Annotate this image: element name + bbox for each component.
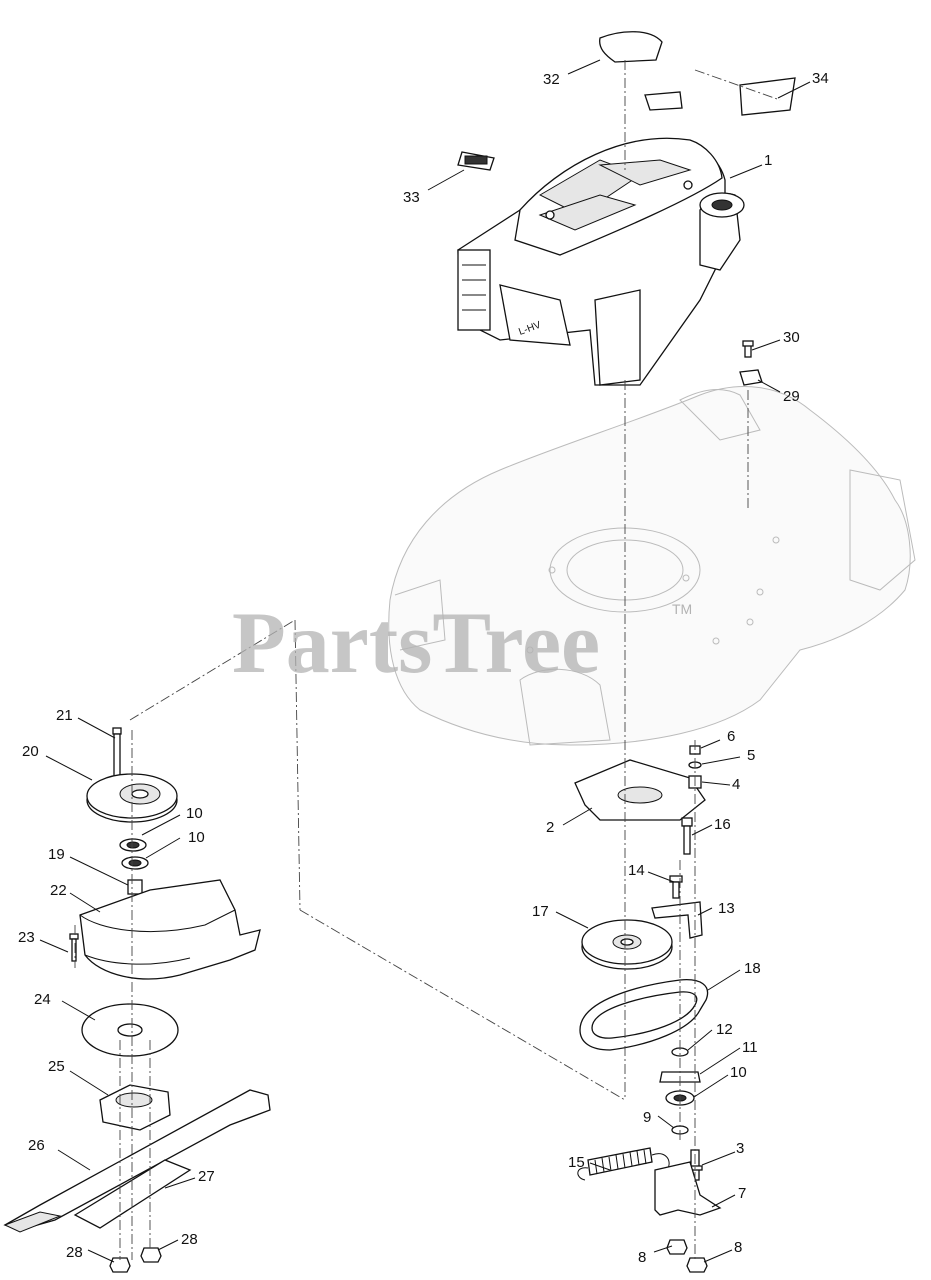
callout-20: 20: [22, 743, 39, 760]
spacer-19: [127, 879, 143, 895]
callout-3: 3: [736, 1140, 744, 1157]
callout-27: 27: [198, 1168, 215, 1185]
callout-10-right: 10: [730, 1064, 747, 1081]
bracket-13: [651, 901, 703, 939]
callout-4: 4: [732, 776, 740, 793]
callout-1: 1: [764, 152, 772, 169]
clip-29: [739, 369, 763, 386]
callout-26: 26: [28, 1137, 45, 1154]
plate-27: [73, 1159, 192, 1229]
bolt-30: [742, 340, 754, 358]
callout-30: 30: [783, 329, 800, 346]
callout-12: 12: [716, 1021, 733, 1038]
nut-28-left: [109, 1257, 131, 1273]
callout-18: 18: [744, 960, 761, 977]
bolt-14: [669, 875, 683, 899]
callout-16: 16: [714, 816, 731, 833]
blade-adapter-24-hole: [117, 1023, 143, 1037]
bolt-23: [69, 933, 79, 962]
callout-33: 33: [403, 189, 420, 206]
engine: L-HV: [457, 91, 745, 386]
callout-25: 25: [48, 1058, 65, 1075]
arm-7: [654, 1161, 722, 1216]
callout-28-right: 28: [181, 1231, 198, 1248]
callout-29: 29: [783, 388, 800, 405]
callout-6: 6: [727, 728, 735, 745]
callout-8-left: 8: [638, 1249, 646, 1266]
callout-21: 21: [56, 707, 73, 724]
idler-pulley-17: [581, 919, 673, 970]
centerlines: [74, 60, 781, 1260]
decal-34: [739, 77, 796, 116]
callout-17: 17: [532, 903, 549, 920]
callout-24: 24: [34, 991, 51, 1008]
nut-28-right: [140, 1247, 162, 1263]
callout-10-middle: 10: [188, 829, 205, 846]
belt-guard-22: [79, 879, 261, 980]
callout-19: 19: [48, 846, 65, 863]
bolt-16: [681, 817, 693, 855]
callout-11: 11: [742, 1039, 758, 1056]
callout-34: 34: [812, 70, 829, 87]
belt-18: [579, 979, 709, 1051]
nut-8-right: [686, 1257, 708, 1273]
callout-8-right: 8: [734, 1239, 742, 1256]
callout-5: 5: [747, 747, 755, 764]
callout-23: 23: [18, 929, 35, 946]
callout-9: 9: [643, 1109, 651, 1126]
callout-32: 32: [543, 71, 560, 88]
callout-10-upper: 10: [186, 805, 203, 822]
watermark-trademark: TM: [672, 601, 692, 617]
callout-13: 13: [718, 900, 735, 917]
bearing-10-upper: [119, 838, 147, 852]
callout-22: 22: [50, 882, 67, 899]
idler-bracket-2-hole: [617, 786, 663, 804]
decal-33-text-box: [464, 155, 488, 165]
callout-28-left: 28: [66, 1244, 83, 1261]
watermark-text: PartsTree: [232, 595, 600, 692]
callout-14: 14: [628, 862, 645, 879]
callout-labels: 1 2 3 4 5 6 7 8 8 9 10 10 10 11 12 13 14…: [18, 70, 829, 1266]
callout-7: 7: [738, 1185, 746, 1202]
decal-32: [599, 31, 663, 63]
blade-26-edge: [3, 1211, 62, 1233]
callout-15: 15: [568, 1154, 585, 1171]
leader-lines: [39, 59, 811, 1263]
bearing-10-lower: [121, 856, 149, 870]
callout-2: 2: [546, 819, 554, 836]
mount-25: [99, 1084, 171, 1131]
